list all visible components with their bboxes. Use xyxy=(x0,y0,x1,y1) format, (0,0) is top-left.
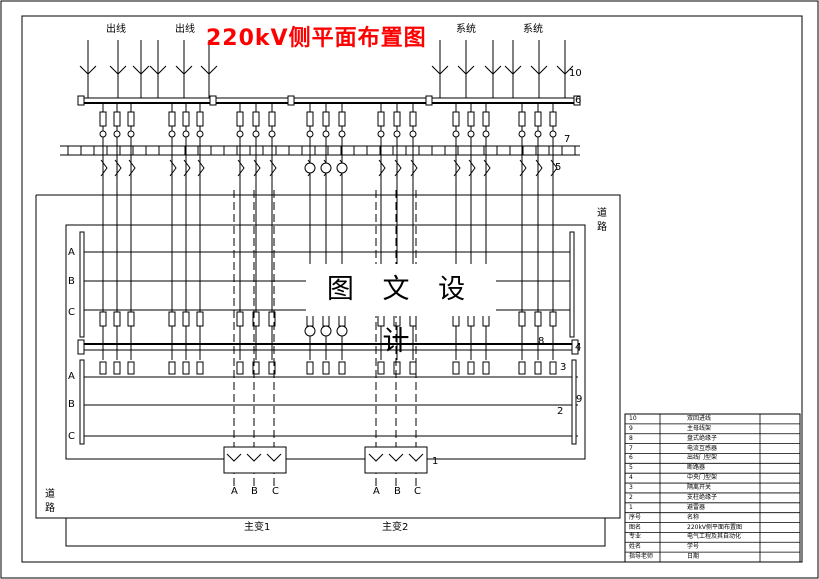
title-block-number: 10 xyxy=(629,415,637,422)
title-block-row: 序号 名称 xyxy=(625,513,800,523)
transformer-1-label: 主变1 xyxy=(244,522,271,533)
title-block-row: 3 隔离开关 xyxy=(625,483,800,493)
road-label-right-1: 道 xyxy=(597,208,607,219)
row-label-b-upper: B xyxy=(68,276,75,287)
watermark: 图 文 设 计 xyxy=(306,264,496,357)
title-block-number: 4 xyxy=(629,474,633,482)
title-block-row: 9 主母线架 xyxy=(625,424,800,434)
row-label-a-upper: A xyxy=(68,247,75,258)
title-block-row: 10 双回进线 xyxy=(625,414,800,424)
callout-4: 4 xyxy=(575,342,582,353)
title-block-number: 1 xyxy=(629,503,633,511)
title-block-name: 隔离开关 xyxy=(687,484,712,492)
title-block-number: 图名 xyxy=(629,523,642,531)
title-block-name: 断路器 xyxy=(687,464,706,472)
title-block-row: 专业 电气工程及其自动化 xyxy=(625,532,800,542)
transformer-2-label: 主变2 xyxy=(382,522,409,533)
outgoing-line-label-2: 出线 xyxy=(175,24,195,35)
tx2-phase-c: C xyxy=(414,486,421,497)
title-block-name: 支柱绝缘子 xyxy=(687,493,718,501)
road-bottom xyxy=(65,518,606,547)
title-block-number: 5 xyxy=(629,464,633,472)
tx1-phase-b: B xyxy=(251,486,258,497)
title-block-name: 盘式绝缘子 xyxy=(687,434,718,442)
tx1-phase-c: C xyxy=(272,486,279,497)
title-block-name: 电流互感器 xyxy=(687,444,718,452)
callout-9: 9 xyxy=(576,394,583,405)
title-block-name: 名称 xyxy=(687,513,700,521)
title-block-number: 序号 xyxy=(629,513,642,521)
road-label-left-2: 路 xyxy=(45,503,55,514)
title-block-name: 学号 xyxy=(687,543,700,551)
callout-8: 8 xyxy=(538,336,545,347)
title-block-number: 8 xyxy=(629,434,633,442)
callout-2: 2 xyxy=(557,406,564,417)
title-block-row: 图名 220kV侧平面布置图 xyxy=(625,523,800,533)
title-block-number: 9 xyxy=(629,424,633,432)
title-block-row: 6 出线门型架 xyxy=(625,453,800,463)
row-label-a-lower: A xyxy=(68,371,75,382)
row-label-c-upper: C xyxy=(68,307,75,318)
title-block-name: 双回进线 xyxy=(687,415,712,422)
row-label-b-lower: B xyxy=(68,399,75,410)
title-block-row: 2 支柱绝缘子 xyxy=(625,493,800,503)
tx2-phase-b: B xyxy=(394,486,401,497)
title-block-row: 1 避雷器 xyxy=(625,503,800,513)
title-block-row: 4 中央门型架 xyxy=(625,473,800,483)
callout-6: 6 xyxy=(575,95,582,106)
drawing-title: 220kV侧平面布置图 xyxy=(206,26,427,51)
row-label-c-lower: C xyxy=(68,431,75,442)
road-label-left-1: 道 xyxy=(45,489,55,500)
title-block-row: 5 断路器 xyxy=(625,463,800,473)
title-block-name: 出线门型架 xyxy=(687,454,718,462)
title-block-number: 7 xyxy=(629,444,633,452)
tx2-phase-a: A xyxy=(373,486,380,497)
callout-5: 5 xyxy=(555,162,562,173)
tx1-phase-a: A xyxy=(231,486,238,497)
system-label-2: 系统 xyxy=(523,24,543,35)
title-block-name: 中央门型架 xyxy=(687,474,718,482)
callout-10: 10 xyxy=(569,68,582,79)
title-block-row: 8 盘式绝缘子 xyxy=(625,434,800,444)
title-block-row: 7 电流互感器 xyxy=(625,444,800,454)
title-block-number: 3 xyxy=(629,484,633,492)
title-block-number: 2 xyxy=(629,493,633,501)
title-block-name: 日期 xyxy=(687,553,700,561)
title-block-name: 电气工程及其自动化 xyxy=(687,533,742,541)
title-block-number: 姓名 xyxy=(629,543,642,551)
callout-7: 7 xyxy=(564,134,571,145)
title-block-row: 指导老师 日期 xyxy=(625,552,800,562)
road-label-right-2: 路 xyxy=(597,222,607,233)
title-block-name: 避雷器 xyxy=(687,503,706,511)
title-block-number: 指导老师 xyxy=(629,553,654,561)
callout-3: 3 xyxy=(560,362,567,373)
site-boundary xyxy=(35,194,621,519)
outgoing-line-label-1: 出线 xyxy=(106,24,126,35)
callout-1: 1 xyxy=(432,456,439,467)
system-label-1: 系统 xyxy=(456,24,476,35)
title-block-number: 6 xyxy=(629,454,633,462)
drawing-border xyxy=(21,15,803,563)
title-block-name: 220kV侧平面布置图 xyxy=(687,523,743,531)
title-block-name: 主母线架 xyxy=(687,424,712,432)
title-block-row: 姓名 学号 xyxy=(625,542,800,552)
title-block-frame xyxy=(624,413,801,563)
title-block-number: 专业 xyxy=(629,533,642,541)
